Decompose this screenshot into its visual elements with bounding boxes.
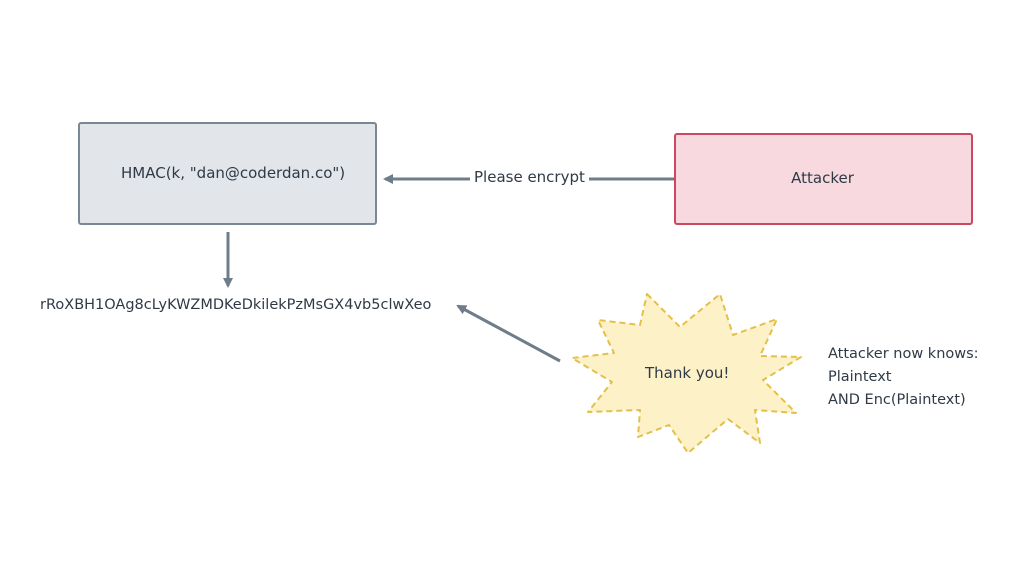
reply-arrow [456,304,561,363]
hmac-node-label: HMAC(k, "dan@coderdan.co") [121,163,346,182]
note-line: Plaintext [828,369,892,385]
hmac-node: HMAC(k, "dan@coderdan.co") [78,122,377,225]
reply-burst [571,293,802,454]
digest-output: rRoXBH1OAg8cLyKWZMDKeDkilekPzMsGX4vb5clw… [40,297,432,313]
request-edge-label: Please encrypt [470,170,589,185]
attacker-node: Attacker [674,133,973,225]
note-line: AND Enc(Plaintext) [828,392,966,408]
note-line: Attacker now knows: [828,346,979,362]
attacker-node-label: Attacker [791,169,854,187]
attacker-knowledge-note: Attacker now knows: Plaintext AND Enc(Pl… [828,343,979,412]
reply-burst-label: Thank you! [645,364,730,382]
